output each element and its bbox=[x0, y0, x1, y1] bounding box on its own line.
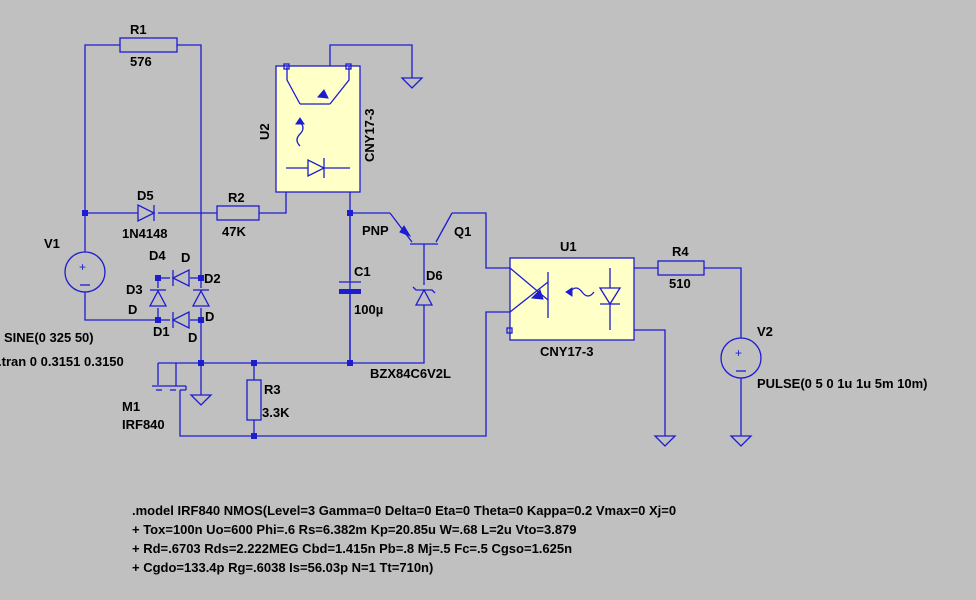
model-directive: .model IRF840 NMOS(Level=3 Gamma=0 Delta… bbox=[132, 503, 676, 575]
c1-ref: C1 bbox=[354, 264, 371, 279]
r1-value: 576 bbox=[130, 54, 152, 69]
q1-value: PNP bbox=[362, 223, 389, 238]
model-line: .model IRF840 NMOS(Level=3 Gamma=0 Delta… bbox=[132, 503, 676, 518]
d4-ref: D4 bbox=[149, 248, 166, 263]
r2-ref: R2 bbox=[228, 190, 245, 205]
plus-icon: + bbox=[735, 346, 742, 360]
u1-value: CNY17-3 bbox=[540, 344, 593, 359]
d5-ref: D5 bbox=[137, 188, 154, 203]
pin-label-d: D bbox=[128, 302, 137, 317]
v1-value: SINE(0 325 50) bbox=[4, 330, 94, 345]
d5-value: 1N4148 bbox=[122, 226, 168, 241]
pin-label-d: D bbox=[205, 309, 214, 324]
u1-ref: U1 bbox=[560, 239, 577, 254]
r1-ref: R1 bbox=[130, 22, 147, 37]
q1-ref: Q1 bbox=[454, 224, 471, 239]
m1-ref: M1 bbox=[122, 399, 140, 414]
optocoupler-u1[interactable]: U1 CNY17-3 bbox=[506, 239, 635, 359]
resistor-r4[interactable]: R4 510 bbox=[657, 244, 705, 291]
r3-ref: R3 bbox=[264, 382, 281, 397]
u2-ref: U2 bbox=[257, 123, 272, 140]
m1-value: IRF840 bbox=[122, 417, 165, 432]
r4-value: 510 bbox=[669, 276, 691, 291]
d6-value: BZX84C6V2L bbox=[370, 366, 451, 381]
ground-icon bbox=[729, 435, 753, 447]
model-line: + Rd=.6703 Rds=2.222MEG Cbd=1.415n Pb=.8… bbox=[132, 541, 572, 556]
junctions bbox=[82, 210, 353, 439]
c1-value: 100µ bbox=[354, 302, 383, 317]
transistor-q1[interactable]: PNP Q1 bbox=[362, 212, 471, 245]
r2-value: 47K bbox=[222, 224, 246, 239]
capacitor-c1[interactable]: C1 100µ bbox=[339, 264, 383, 363]
resistor-r1[interactable]: R1 576 bbox=[119, 22, 178, 69]
voltage-source-v1[interactable]: + V1 SINE(0 325 50) bbox=[4, 236, 106, 345]
d3-ref: D3 bbox=[126, 282, 143, 297]
model-line: + Tox=100n Uo=600 Phi=.6 Rs=6.382m Kp=20… bbox=[132, 522, 577, 537]
resistor-r3[interactable]: R3 3.3K bbox=[246, 379, 290, 421]
diode-d2[interactable]: D2 bbox=[191, 271, 221, 307]
optocoupler-u2[interactable]: U2 CNY17-3 bbox=[257, 63, 377, 193]
tran-directive: .tran 0 0.3151 0.3150 bbox=[0, 354, 124, 369]
v2-ref: V2 bbox=[757, 324, 773, 339]
model-line: + Cgdo=133.4p Rg=.6038 Is=56.03p N=1 Tt=… bbox=[132, 560, 433, 575]
diode-d1[interactable]: D1 bbox=[153, 310, 190, 339]
pin-label-d: D bbox=[181, 250, 190, 265]
voltage-source-v2[interactable]: + V2 PULSE(0 5 0 1u 1u 5m 10m) bbox=[720, 324, 928, 391]
d1-ref: D1 bbox=[153, 324, 170, 339]
plus-icon: + bbox=[79, 260, 86, 274]
v1-ref: V1 bbox=[44, 236, 60, 251]
r4-ref: R4 bbox=[672, 244, 689, 259]
diode-d3[interactable]: D3 bbox=[126, 282, 168, 307]
zener-d6[interactable]: D6 BZX84C6V2L bbox=[370, 268, 451, 381]
ground-icon bbox=[653, 435, 677, 447]
ground-icon bbox=[189, 394, 213, 406]
d6-ref: D6 bbox=[426, 268, 443, 283]
mosfet-m1[interactable]: M1 IRF840 bbox=[122, 363, 187, 432]
ground-icon bbox=[400, 77, 424, 89]
d2-ref: D2 bbox=[204, 271, 221, 286]
resistor-r2[interactable]: R2 47K bbox=[216, 190, 260, 239]
u2-value: CNY17-3 bbox=[362, 109, 377, 162]
diode-d4[interactable]: D4 bbox=[149, 248, 190, 288]
r3-value: 3.3K bbox=[262, 405, 290, 420]
pin-label-d: D bbox=[188, 330, 197, 345]
diode-d5[interactable]: D5 1N4148 bbox=[122, 188, 168, 241]
v2-value: PULSE(0 5 0 1u 1u 5m 10m) bbox=[757, 376, 928, 391]
